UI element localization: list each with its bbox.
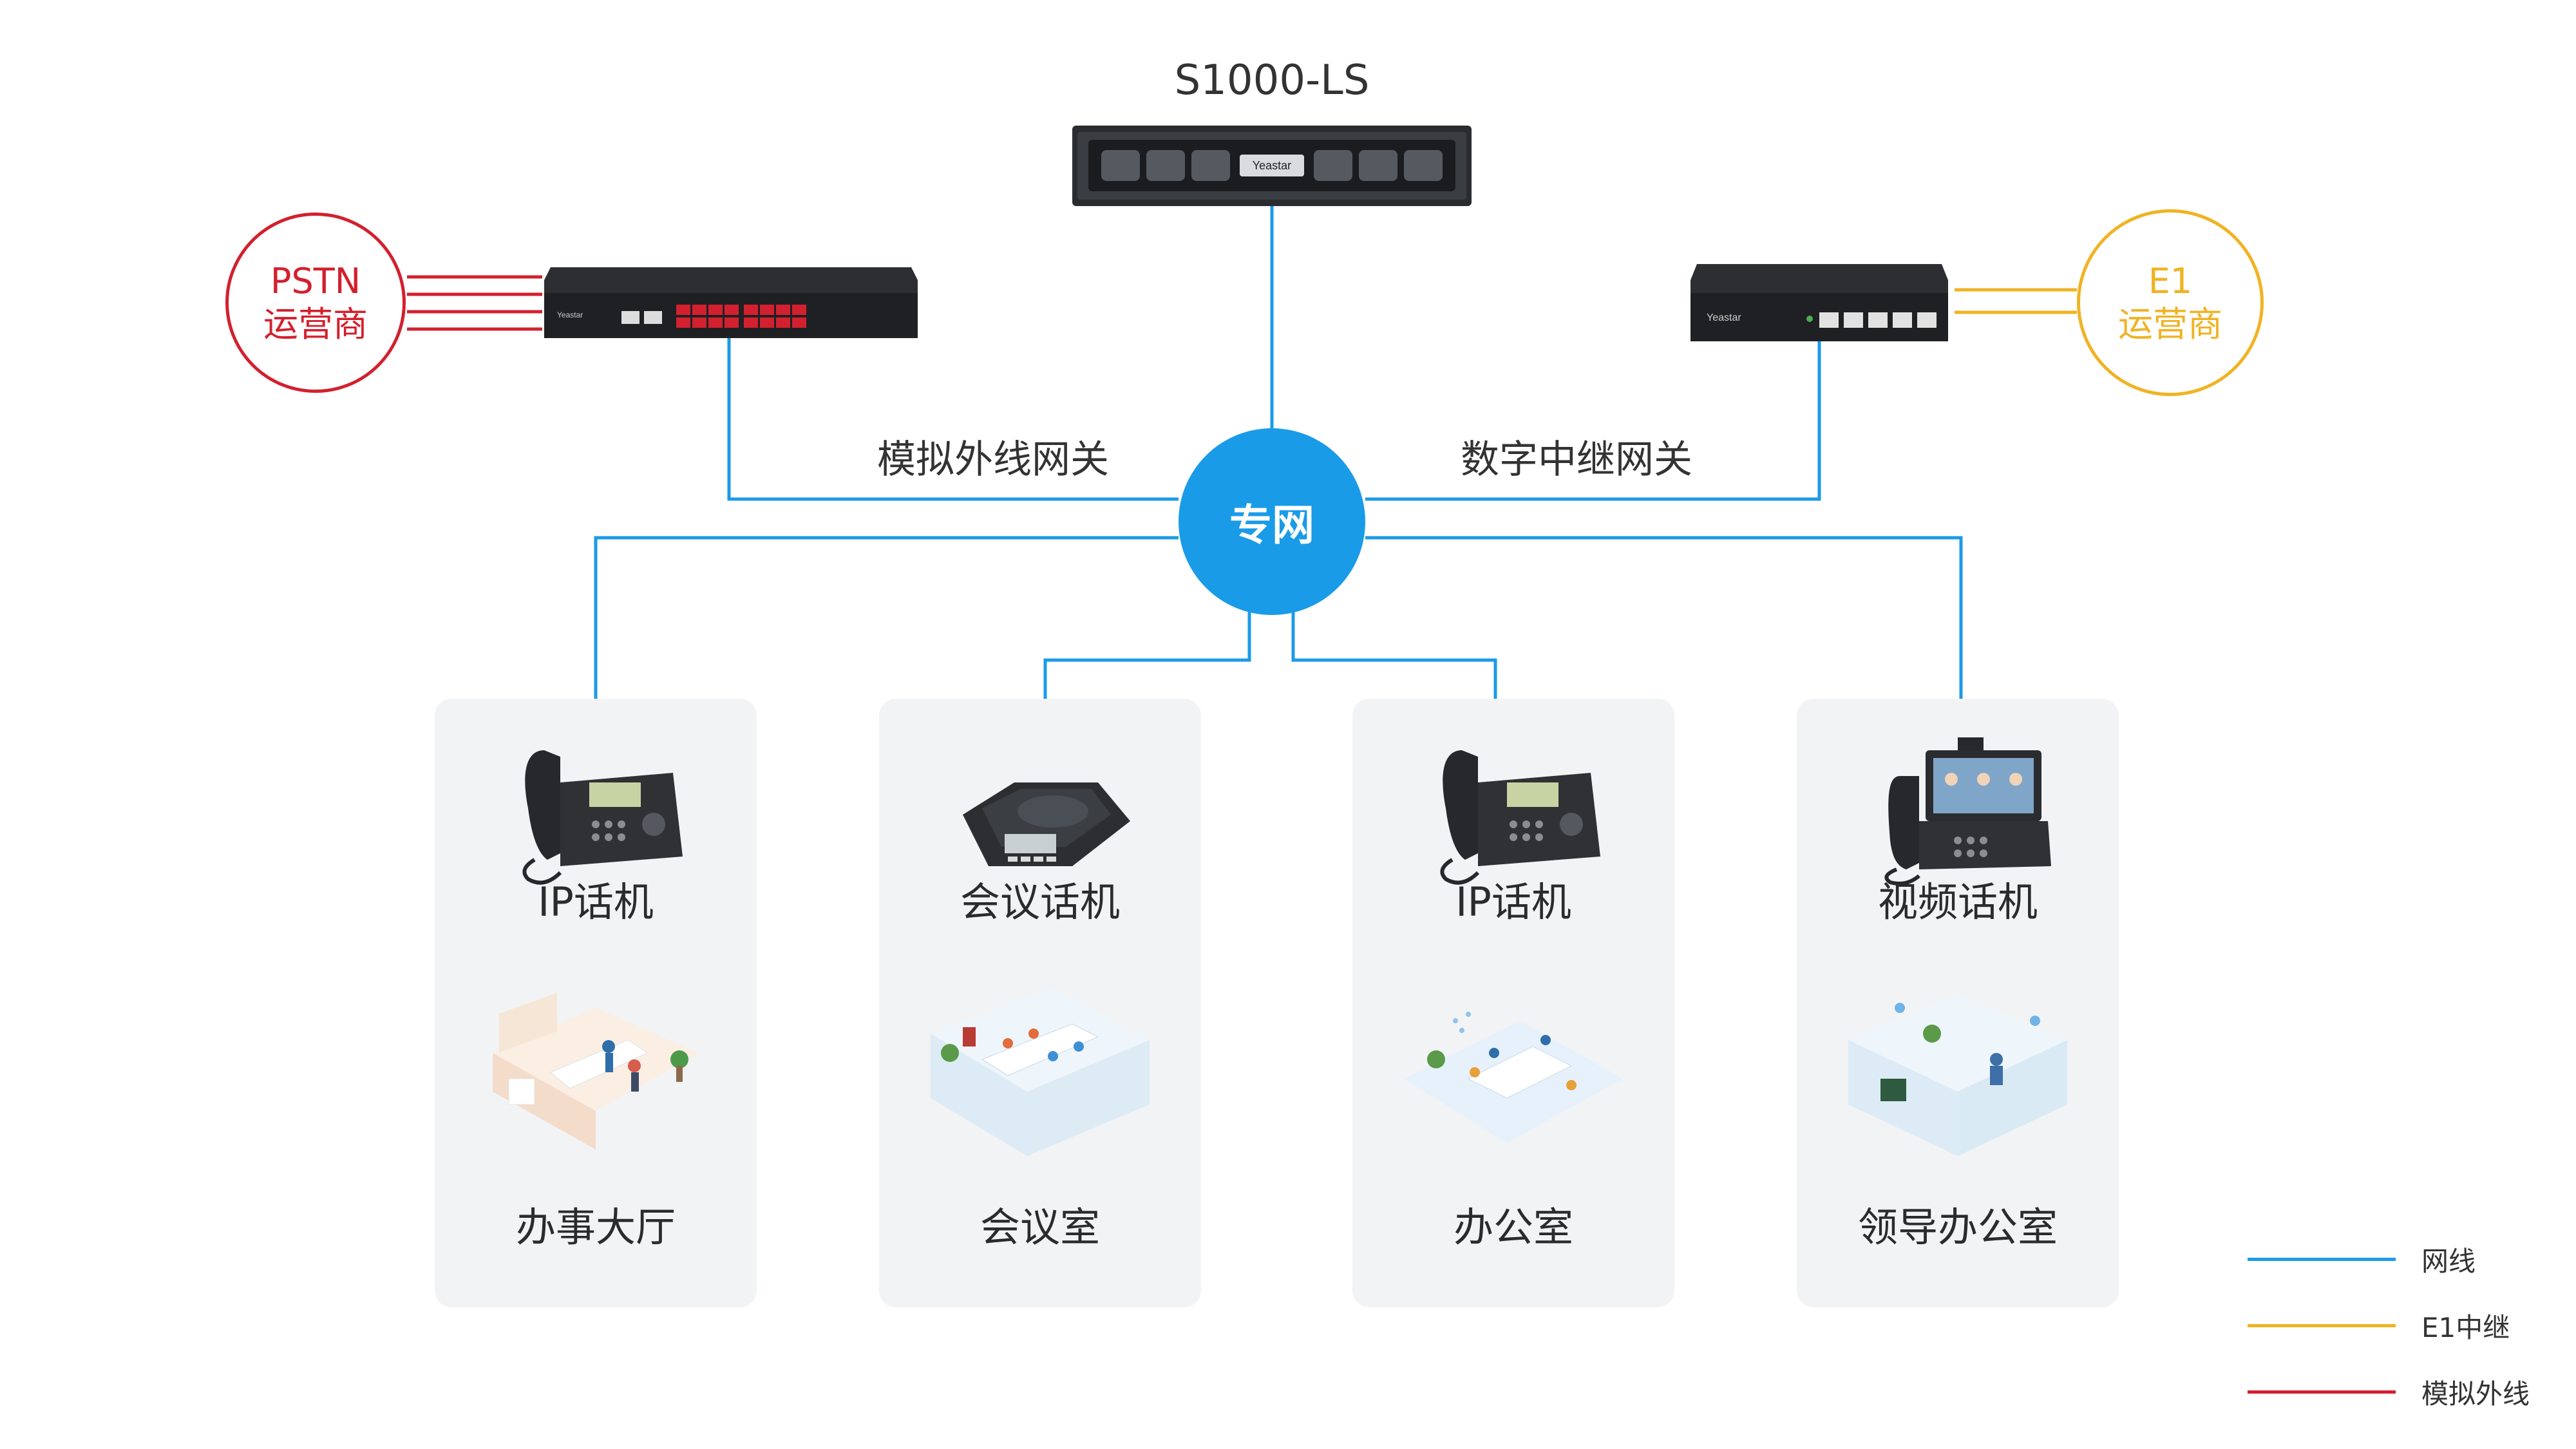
server-brand: Yeastar: [1253, 159, 1291, 172]
room-label: 办事大厅: [515, 1204, 676, 1251]
analog-gateway-brand: Yeastar: [557, 310, 583, 319]
legend-analog-line: 模拟外线: [2248, 1372, 2576, 1411]
wire-hub-card3: [1291, 612, 1497, 734]
analog-gateway-icon: Yeastar: [544, 267, 918, 338]
private-network-hub: 专网: [1179, 428, 1365, 615]
pstn-carrier-circle: PSTN 运营商: [225, 213, 406, 393]
room-label: 办公室: [1453, 1204, 1573, 1251]
device-label: IP话机: [1455, 878, 1571, 925]
legend-network-cable: 网线: [2248, 1240, 2576, 1278]
legend-label: 模拟外线: [2421, 1378, 2530, 1410]
endpoint-card-3: IP话机 办公室: [1352, 699, 1674, 1307]
digital-gateway-brand: Yeastar: [1707, 312, 1741, 323]
e1-carrier-line1: E1: [2148, 260, 2193, 301]
legend-swatch: [2248, 1324, 2396, 1327]
device-label: 视频话机: [1877, 878, 2038, 925]
endpoint-card-4: 视频话机 领导办公室: [1797, 699, 2119, 1307]
digital-gateway-label: 数字中继网关: [1461, 437, 1692, 482]
e1-carrier-line2: 运营商: [2118, 304, 2222, 345]
e1-carrier-circle: E1 运营商: [2077, 209, 2264, 396]
room-label: 领导办公室: [1857, 1204, 2058, 1251]
conference-phone-icon: [963, 782, 1130, 866]
pstn-carrier-line1: PSTN: [270, 260, 361, 301]
wire-digital-gateway-hub: [1365, 338, 1821, 501]
office-illustration: [1404, 1012, 1623, 1143]
pstn-carrier-line2: 运营商: [263, 304, 368, 345]
legend-swatch: [2248, 1390, 2396, 1394]
legend-label: E1中继: [2421, 1312, 2510, 1343]
analog-gateway-label: 模拟外线网关: [877, 437, 1109, 482]
ip-phone-icon: [522, 750, 683, 885]
device-label: 会议话机: [960, 878, 1120, 925]
wire-analog-gateway-hub: [727, 338, 1179, 501]
device-label: IP话机: [538, 878, 654, 925]
digital-gateway-icon: Yeastar: [1690, 264, 1948, 341]
video-phone-icon: [1884, 737, 2051, 886]
legend-label: 网线: [2421, 1245, 2476, 1277]
wire-hub-card1: [594, 536, 1179, 718]
endpoint-card-1: IP话机 办事大厅: [435, 699, 757, 1307]
server-model-label: S1000-LS: [1174, 57, 1370, 104]
ip-phone-icon: [1440, 750, 1600, 885]
legend-e1-trunk: E1中继: [2248, 1306, 2576, 1345]
hub-label: 专网: [1229, 500, 1314, 550]
server-icon: Yeastar: [1072, 126, 1472, 206]
wire-hub-card4: [1365, 536, 1963, 718]
room-label: 会议室: [980, 1204, 1100, 1251]
legend-swatch: [2248, 1258, 2396, 1261]
endpoint-card-2: 会议话机 会议室: [879, 699, 1201, 1307]
executive-office-illustration: [1848, 995, 2067, 1156]
service-hall-illustration: [493, 992, 699, 1150]
meeting-room-illustration: [931, 989, 1150, 1156]
